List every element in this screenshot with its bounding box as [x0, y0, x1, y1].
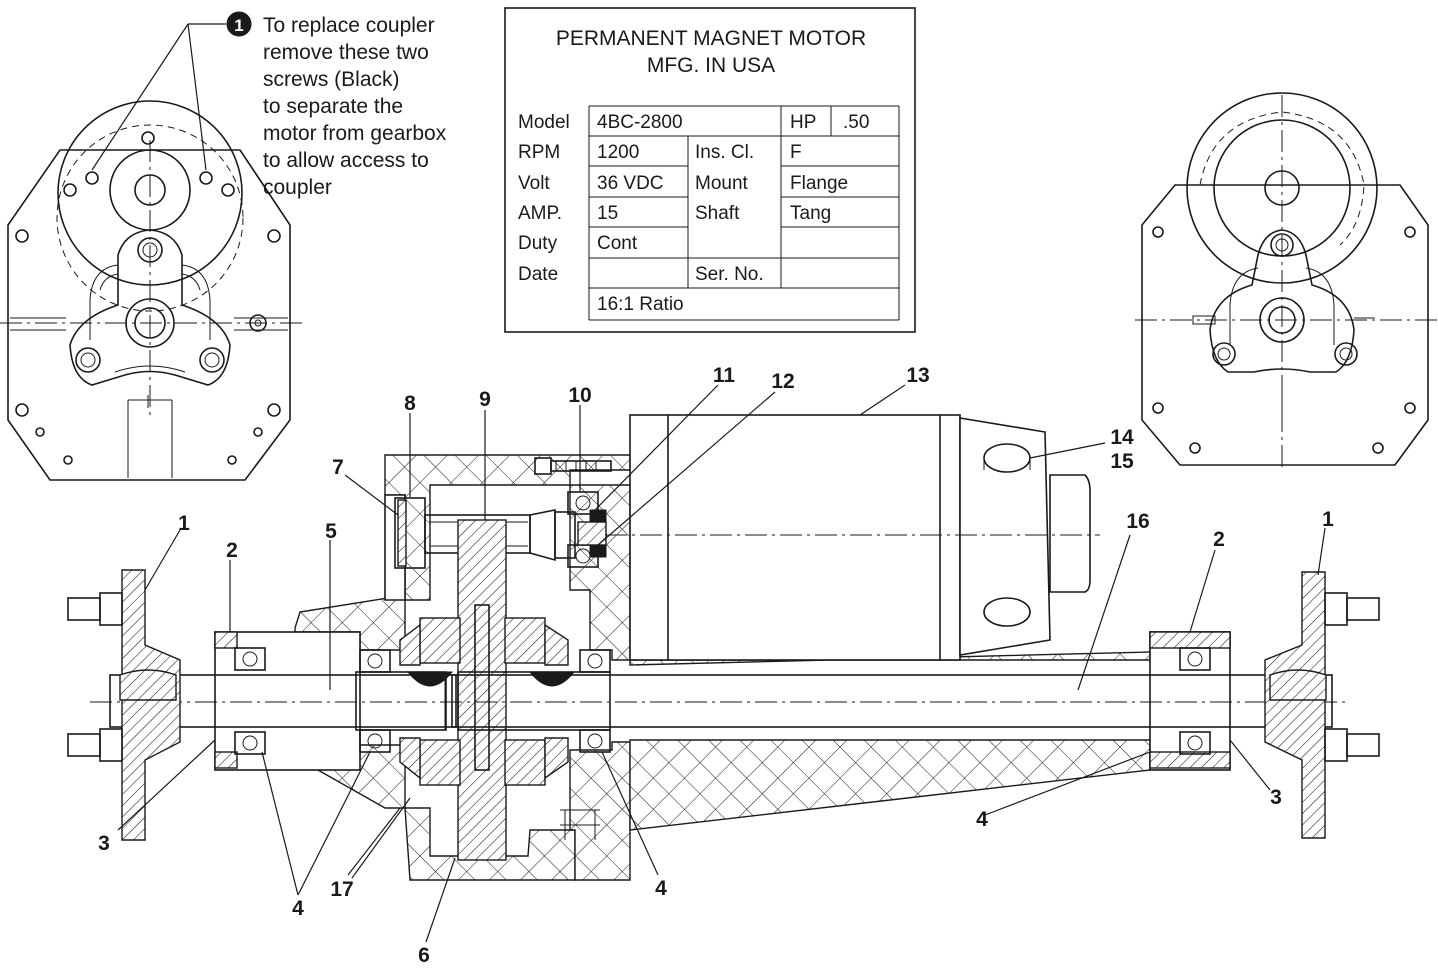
callout-3-right: 3 [1270, 786, 1282, 809]
right-end-view [1135, 92, 1438, 470]
callout-1-right: 1 [1322, 508, 1334, 531]
differential-assembly [399, 617, 576, 786]
nameplate-value-amp: 15 [597, 203, 618, 224]
note-line: coupler [263, 176, 332, 199]
callout-14: 14 [1110, 426, 1134, 449]
nameplate-label-ins-class: Ins. Cl. [695, 142, 754, 163]
callout-8: 8 [404, 392, 416, 415]
nameplate-label-rpm: RPM [518, 142, 560, 163]
coupler [577, 509, 607, 558]
nameplate-value-rpm: 1200 [597, 142, 639, 163]
gearbox-bottom-housing [404, 807, 576, 881]
left-end-view [0, 23, 305, 481]
note-marker: 1 [234, 16, 243, 35]
coupler-note: 1 To replace coupler remove these two sc… [226, 11, 447, 199]
callout-numbers: 1 1 2 2 3 3 4 4 4 5 6 7 8 9 10 11 12 13 … [98, 364, 1334, 967]
callout-16: 16 [1126, 510, 1149, 533]
callout-4-left: 4 [292, 897, 304, 920]
transaxle-cross-section [67, 414, 1380, 881]
right-inner-bearing [579, 649, 611, 753]
callout-4-right: 4 [976, 808, 988, 831]
nameplate-title: PERMANENT MAGNET MOTOR [556, 27, 866, 50]
callout-10: 10 [568, 384, 591, 407]
nameplate-value-model: 4BC-2800 [597, 112, 683, 133]
note-line: screws (Black) [263, 68, 400, 91]
motor-side-bearing [567, 491, 599, 568]
nameplate-label-mount: Mount [695, 173, 749, 194]
right-housing-bottom-wall [629, 739, 1151, 831]
nameplate-value-ins-class: F [790, 142, 802, 163]
left-axle-tube [214, 631, 361, 771]
callout-5: 5 [325, 520, 337, 543]
nameplate-value-mount: Flange [790, 173, 848, 194]
callout-leaders [117, 384, 1326, 943]
nameplate-label-shaft: Shaft [695, 203, 740, 224]
callout-15: 15 [1110, 450, 1134, 473]
right-axle-shaft [451, 671, 1333, 731]
callout-9: 9 [479, 388, 491, 411]
left-axle-shaft [109, 671, 457, 731]
left-outer-bearing [234, 647, 266, 755]
nameplate-value-shaft: Tang [790, 203, 831, 224]
callout-2-left: 2 [226, 539, 238, 562]
motor [605, 414, 1100, 661]
nameplate-value-duty: Cont [597, 233, 638, 254]
callout-2-right: 2 [1213, 528, 1225, 551]
callout-12: 12 [771, 370, 794, 393]
note-line: to separate the [263, 95, 403, 118]
nameplate-label-model: Model [518, 112, 570, 133]
callout-7: 7 [332, 456, 344, 479]
note-leader-right [187, 23, 207, 171]
nameplate-label-volt: Volt [518, 173, 550, 194]
spur-gear [457, 519, 507, 861]
note-marker-circle [226, 11, 252, 37]
motor-nameplate: PERMANENT MAGNET MOTOR MFG. IN USA Model… [504, 7, 916, 333]
right-wheel-hub [1264, 571, 1380, 839]
left-inner-bearing [359, 649, 391, 753]
motor-mount-bolt [534, 457, 612, 475]
nameplate-value-volt: 36 VDC [597, 173, 664, 194]
right-axle-tube [1149, 631, 1231, 771]
note-line: To replace coupler [263, 14, 435, 37]
nameplate-label-date: Date [518, 264, 558, 285]
callout-4-mid: 4 [655, 877, 667, 900]
callout-11: 11 [713, 364, 736, 387]
callout-6: 6 [418, 944, 430, 967]
nameplate-value-hp: .50 [843, 112, 869, 133]
callout-13: 13 [906, 364, 929, 387]
left-wheel-hub [67, 569, 181, 841]
nameplate-grid [588, 105, 900, 321]
callout-17: 17 [330, 878, 353, 901]
note-line: motor from gearbox [263, 122, 447, 145]
note-line: remove these two [263, 41, 429, 64]
nameplate-label-duty: Duty [518, 233, 558, 254]
note-line: to allow access to [263, 149, 429, 172]
nameplate-label-amp: AMP. [518, 203, 562, 224]
callout-1-left: 1 [178, 512, 190, 535]
callout-3-left: 3 [98, 832, 110, 855]
mounting-screw-holes [15, 131, 281, 465]
nameplate-subtitle: MFG. IN USA [647, 54, 775, 77]
nameplate-label-hp: HP [790, 112, 816, 133]
right-outer-bearing [1179, 647, 1211, 755]
note-leader-left [91, 23, 189, 171]
nameplate-value-ratio: 16:1 Ratio [597, 294, 684, 315]
nameplate-label-serial: Ser. No. [695, 264, 764, 285]
